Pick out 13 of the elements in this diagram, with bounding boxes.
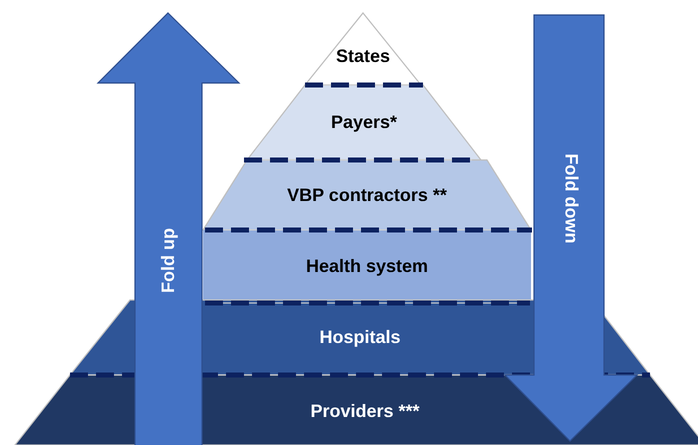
block-arrow	[505, 15, 637, 441]
pyramid-layer	[203, 160, 531, 230]
layer-label: Providers ***	[310, 400, 420, 422]
arrow-label: Fold up	[158, 228, 179, 293]
block-arrow	[98, 13, 239, 445]
pyramid-layer	[247, 85, 481, 160]
layer-label: Health system	[306, 256, 428, 277]
pyramid-layer	[305, 13, 421, 85]
layer-label: Hospitals	[319, 327, 401, 348]
arrow-label: Fold down	[560, 153, 582, 243]
layer-label: Payers*	[330, 112, 398, 133]
layer-label: States	[336, 46, 390, 66]
layer-label: VBP contractors **	[287, 184, 447, 206]
